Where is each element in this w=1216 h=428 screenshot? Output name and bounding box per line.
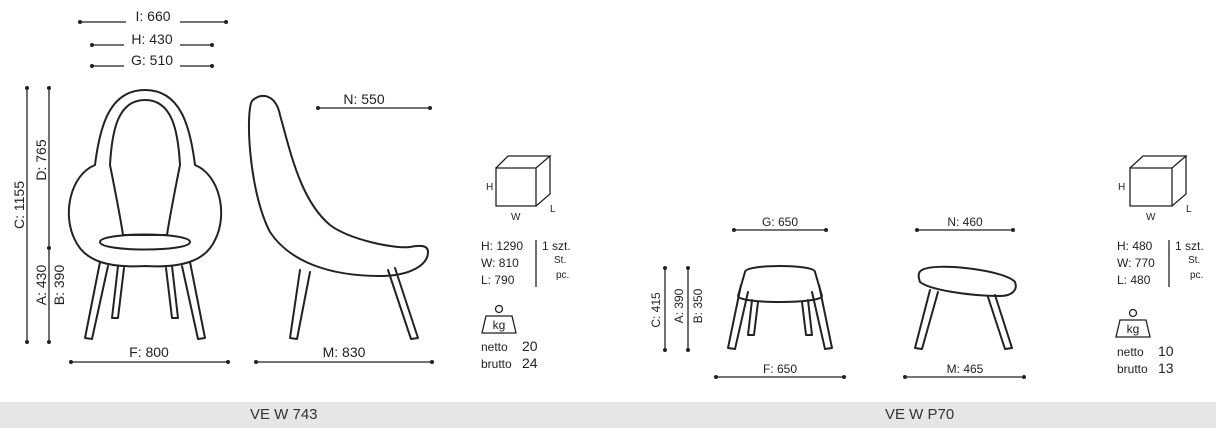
dim-h: H: 430 [131, 31, 172, 47]
pkg-width: W: 770 [1117, 256, 1155, 270]
pkg-pc: pc. [556, 270, 569, 281]
product-code: VE W 743 [250, 406, 318, 423]
pkg-qty: 1 szt. [542, 239, 571, 253]
package-info: H: 480 W: 770 L: 480 1 szt. St. pc. [1117, 239, 1204, 287]
pkg-width: W: 810 [481, 256, 519, 270]
pkg-length: L: 480 [1117, 273, 1151, 287]
pkg-st: St. [554, 255, 566, 266]
dim-b: B: 350 [691, 288, 705, 323]
pkg-height: H: 480 [1117, 239, 1153, 253]
box-h-letter: H [1118, 182, 1125, 193]
dim-g: G: 650 [762, 215, 798, 229]
pkg-length: L: 790 [481, 273, 515, 287]
weight-icon [481, 304, 517, 334]
ottoman-dimension-lines [663, 228, 1026, 379]
box-h-letter: H [486, 182, 493, 193]
ottoman-dimension-labels: G: 650 N: 460 C: 415 A: 390 B: 350 F: 65… [649, 215, 984, 376]
armchair-dimension-labels: I: 660 H: 430 G: 510 N: 550 C: 1155 D: 7… [11, 8, 385, 360]
dim-n: N: 550 [343, 91, 384, 107]
brutto-value: 13 [1158, 360, 1174, 376]
package-box-icon [1129, 155, 1188, 207]
package-box-icon [495, 155, 552, 207]
dim-c: C: 1155 [11, 181, 27, 229]
product-code-bar: VE W 743 VE W P70 [0, 402, 1216, 428]
ottoman-front-view [727, 265, 833, 350]
netto-value: 10 [1158, 343, 1174, 359]
armchair-side-view [247, 94, 429, 340]
dim-i: I: 660 [135, 8, 170, 24]
brutto-label: brutto [1117, 362, 1148, 376]
weight-unit: kg [493, 318, 506, 332]
pkg-height: H: 1290 [481, 239, 523, 253]
armchair-front-view [67, 89, 223, 340]
armchair-dimension-lines [25, 20, 434, 364]
brutto-label: brutto [481, 357, 512, 371]
dim-c: C: 415 [649, 292, 663, 328]
pkg-pc: pc. [1190, 270, 1203, 281]
dim-n: N: 460 [947, 215, 983, 229]
dim-a: A: 430 [33, 265, 49, 306]
box-l-letter: L [550, 204, 556, 215]
dim-f: F: 800 [129, 344, 169, 360]
product-code: VE W P70 [885, 406, 955, 423]
brutto-value: 24 [522, 355, 538, 371]
box-w-letter: W [1146, 212, 1156, 223]
pkg-qty: 1 szt. [1175, 239, 1204, 253]
package-info: H: 1290 W: 810 L: 790 1 szt. St. pc. [481, 239, 571, 287]
dim-g: G: 510 [131, 52, 173, 68]
netto-label: netto [1117, 345, 1144, 359]
netto-label: netto [481, 340, 508, 354]
dim-m: M: 465 [947, 362, 984, 376]
ottoman-side-view [914, 265, 1017, 350]
pkg-st: St. [1188, 255, 1200, 266]
netto-value: 20 [522, 338, 538, 354]
dim-b: B: 390 [51, 265, 67, 306]
dim-m: M: 830 [323, 344, 366, 360]
dim-a: A: 390 [672, 288, 686, 323]
box-l-letter: L [1186, 204, 1192, 215]
dim-d: D: 765 [33, 139, 49, 180]
weight-icon [1115, 308, 1151, 338]
weight-unit: kg [1127, 322, 1140, 336]
dim-f: F: 650 [763, 362, 797, 376]
box-w-letter: W [511, 212, 521, 223]
